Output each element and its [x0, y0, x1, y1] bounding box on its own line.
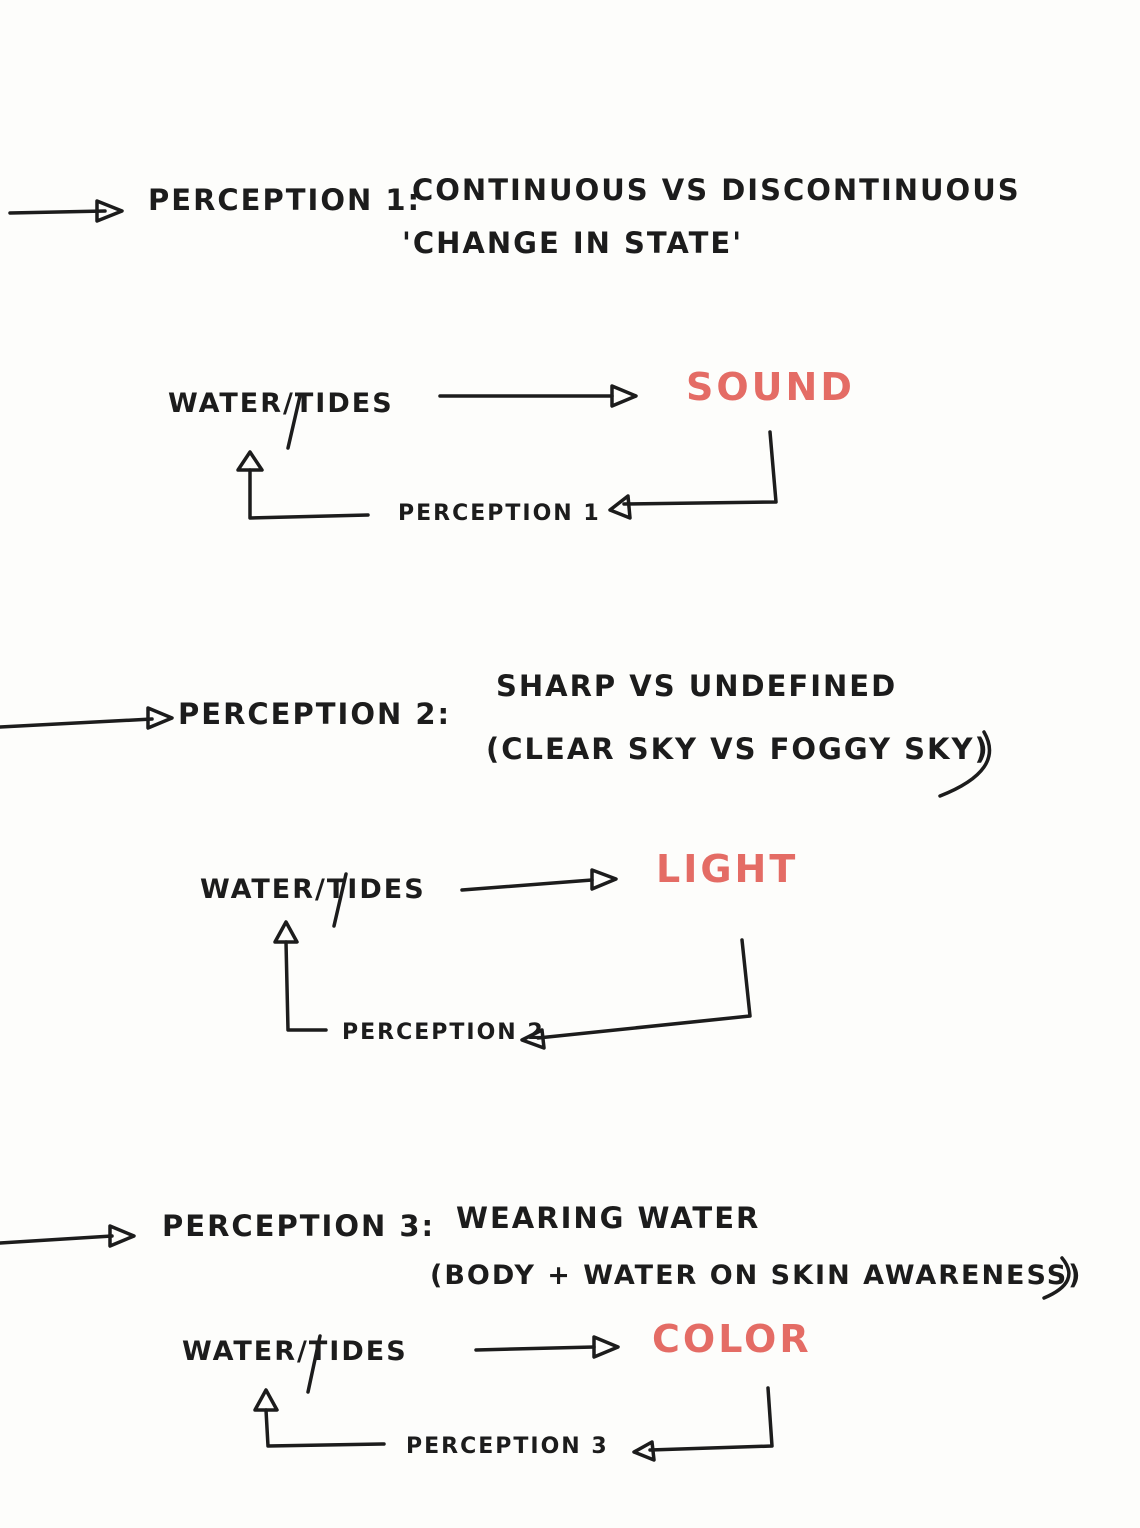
- loop-1-source: WATER/TIDES: [168, 388, 394, 419]
- loop-3-feedback: PERCEPTION 3: [406, 1434, 609, 1459]
- loop-1-return-arrow: [236, 450, 370, 520]
- loop-2-target: LIGHT: [656, 847, 799, 891]
- heading-2-line2: (CLEAR SKY VS FOGGY SKY): [486, 732, 990, 766]
- heading-3-line2: (BODY + WATER ON SKIN AWARENESS): [430, 1260, 1083, 1291]
- loop-3-forward-arrow: [474, 1335, 620, 1359]
- lead-arrow-1: [8, 199, 124, 223]
- heading-2-label: PERCEPTION 2:: [178, 697, 452, 731]
- heading-3-label: PERCEPTION 3:: [162, 1209, 436, 1243]
- paren-close-3: [1042, 1256, 1071, 1300]
- slash-loop-1: [286, 394, 302, 450]
- loop-1-target: SOUND: [686, 365, 855, 409]
- loop-2-source: WATER/TIDES: [200, 874, 426, 905]
- loop-3-feedback-path: [632, 1386, 774, 1462]
- slash-loop-3: [306, 1334, 322, 1394]
- heading-1-line1: CONTINUOUS VS DISCONTINUOUS: [412, 173, 1021, 207]
- loop-1-forward-arrow: [438, 384, 638, 408]
- loop-1-feedback-path: [608, 430, 778, 520]
- heading-1-line2: 'CHANGE IN STATE': [402, 226, 744, 260]
- lead-arrow-3: [0, 1224, 136, 1248]
- loop-3-return-arrow: [253, 1388, 386, 1448]
- slash-loop-2: [332, 872, 348, 928]
- heading-1-label: PERCEPTION 1:: [148, 183, 422, 217]
- heading-3-line1: WEARING WATER: [456, 1201, 761, 1235]
- loop-2-return-arrow: [273, 920, 328, 1032]
- loop-3-source: WATER/TIDES: [182, 1336, 408, 1367]
- lead-arrow-2: [0, 706, 174, 730]
- loop-1-feedback: PERCEPTION 1: [398, 501, 601, 526]
- loop-3-target: COLOR: [652, 1317, 812, 1361]
- loop-2-forward-arrow: [460, 868, 618, 892]
- loop-2-feedback: PERCEPTION 2: [342, 1020, 545, 1045]
- loop-2-feedback-path: [520, 938, 752, 1050]
- heading-2-line1: SHARP VS UNDEFINED: [496, 669, 898, 703]
- paren-close-2: [938, 730, 992, 798]
